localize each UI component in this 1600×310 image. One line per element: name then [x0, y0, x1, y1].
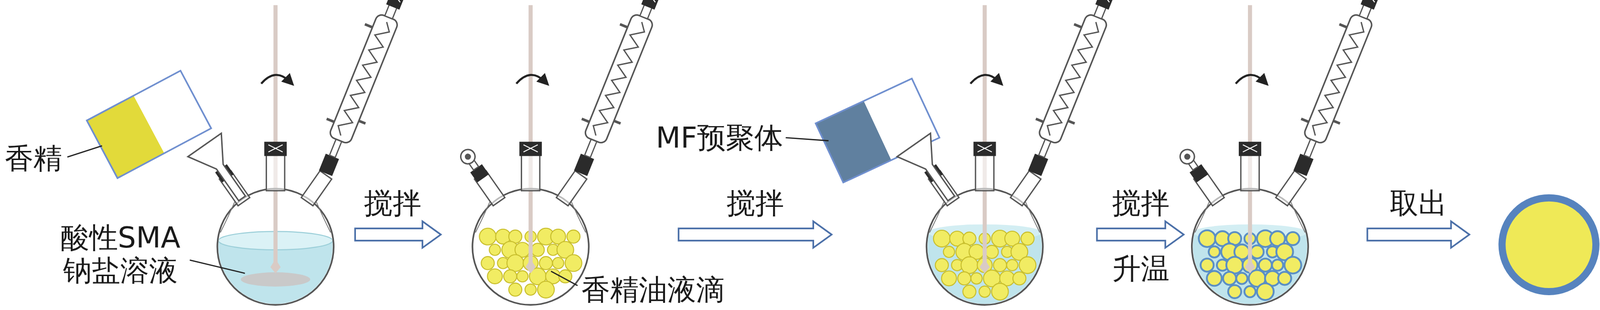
- oil-droplet: [978, 286, 990, 298]
- oil-droplet: [552, 257, 564, 269]
- oil-droplet: [1256, 283, 1274, 301]
- oil-droplet: [941, 270, 957, 286]
- oil-droplet: [961, 257, 978, 274]
- oil-droplet: [531, 243, 545, 257]
- process-arrow: [354, 221, 1470, 248]
- flask-3: [897, 0, 1126, 309]
- oil-droplet: [1198, 230, 1216, 247]
- oil-droplet: [489, 244, 501, 256]
- oil-droplet: [567, 230, 580, 244]
- oil-droplet: [506, 254, 524, 272]
- oil-droplet: [1286, 232, 1300, 246]
- oil-droplet: [1271, 259, 1283, 271]
- oil-droplet: [1284, 257, 1302, 274]
- microcapsule: [1502, 197, 1596, 292]
- oil-droplet: [1208, 246, 1220, 258]
- oil-droplet: [933, 230, 951, 247]
- oil-droplet: [943, 246, 955, 258]
- droplet-label: 香精油液滴: [581, 275, 725, 304]
- oil-droplet: [537, 281, 555, 299]
- oil-droplet: [487, 268, 503, 284]
- oil-droplet: [1012, 271, 1026, 285]
- oil-droplet: [565, 254, 582, 272]
- leader-line: [67, 145, 103, 157]
- oil-droplet: [1277, 271, 1291, 285]
- oil-droplet: [516, 270, 528, 282]
- step-label: 搅拌: [1112, 188, 1170, 218]
- oil-droplet: [1006, 259, 1018, 271]
- oil-droplet: [479, 228, 496, 246]
- oil-droplet: [1244, 286, 1256, 298]
- leader-line: [550, 271, 578, 286]
- oil-droplet: [991, 283, 1009, 301]
- oil-droplet: [508, 283, 522, 297]
- oil-droplet: [1250, 245, 1264, 259]
- oil-droplet: [970, 272, 982, 284]
- step-label: 升温: [1112, 254, 1170, 283]
- flask-4: [1177, 0, 1391, 309]
- solution-label: 酸性SMA 钠盐溶液: [53, 221, 188, 288]
- oil-droplet: [1258, 258, 1272, 272]
- oil-droplet: [1236, 272, 1248, 284]
- oil-droplet: [1200, 258, 1214, 272]
- oil-droplet: [481, 256, 494, 270]
- oil-droplet: [985, 245, 999, 259]
- flask-1: [187, 0, 416, 310]
- oil-droplet: [1206, 270, 1222, 286]
- step-label: 搅拌: [364, 188, 422, 218]
- flask-2: [458, 0, 672, 305]
- step-label: 取出: [1389, 188, 1448, 218]
- oil-droplet: [962, 285, 976, 299]
- leader-line: [785, 137, 829, 141]
- fragrance-packet: [86, 70, 212, 179]
- step-label: 搅拌: [726, 188, 784, 218]
- oil-droplet: [539, 256, 553, 270]
- leader-line: [189, 259, 245, 274]
- oil-droplet: [525, 284, 537, 296]
- oil-droplet: [1228, 285, 1242, 299]
- oil-droplet: [1223, 271, 1236, 285]
- oil-droplet: [1019, 257, 1036, 274]
- oil-droplet: [935, 258, 949, 272]
- reagent-label: MF预聚体: [655, 123, 784, 152]
- oil-droplet: [503, 269, 517, 283]
- oil-droplet: [957, 271, 971, 285]
- oil-droplet: [1020, 232, 1034, 246]
- reagent-label: 香精: [4, 143, 63, 173]
- oil-droplet: [993, 258, 1007, 272]
